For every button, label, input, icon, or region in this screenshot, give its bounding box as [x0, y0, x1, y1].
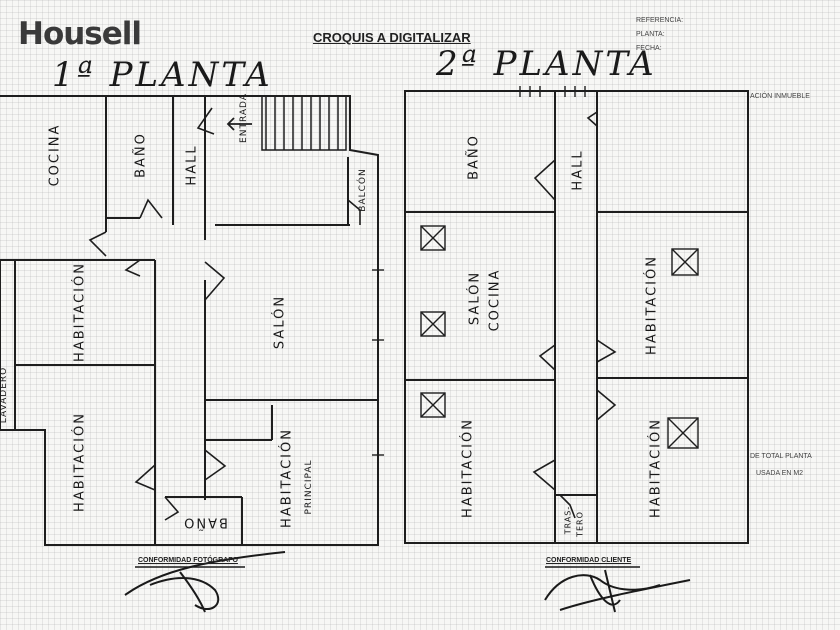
floor-1-title: 1ª PLANTA [52, 55, 273, 95]
room-habitacion-planta-2-2: HABITACIÓN [460, 418, 476, 518]
room-habitacion-2: HABITACIÓN [72, 412, 88, 512]
room-balcon: BALCÓN [358, 168, 368, 212]
room-habitacion-principal-line2: PRINCIPAL [304, 459, 314, 515]
meta-referencia: REFERENCIA: [636, 17, 684, 24]
room-trastero-line1: TRAS- [563, 505, 573, 535]
room-habitacion-planta-2-3: HABITACIÓN [648, 418, 664, 518]
floor-1-walls [0, 95, 379, 546]
room-trastero-line2: TERO [575, 511, 585, 537]
floor-2-window-ticks [519, 86, 586, 97]
room-habitacion-planta-2-1: HABITACIÓN [644, 255, 660, 355]
room-bano: BAÑO [133, 132, 149, 178]
floor-2-skylights [420, 225, 699, 449]
meta-planta: PLANTA: [636, 31, 665, 38]
side-note-total-planta: DE TOTAL PLANTA [750, 453, 812, 460]
room-salon-cocina-line2: COCINA [487, 268, 503, 332]
room-habitacion-1: HABITACIÓN [72, 262, 88, 362]
floor-2-doors [532, 111, 617, 519]
signature-label-fotografo: CONFORMIDAD FOTÓGRAFO [138, 557, 238, 564]
meta-fecha: FECHA: [636, 45, 662, 52]
room-hall-planta-2: HALL [570, 149, 586, 191]
signatures [124, 551, 691, 613]
room-lavadero: LAVADERO [0, 366, 9, 424]
side-note-usada-m2: USADA EN M2 [756, 470, 804, 477]
floor-2-walls [404, 90, 749, 544]
room-hall: HALL [184, 144, 200, 186]
side-note-direccion: ACIÓN INMUEBLE [750, 93, 810, 100]
room-bano-2: BAÑO [182, 514, 228, 530]
room-habitacion-principal-line1: HABITACIÓN [279, 428, 295, 528]
signature-label-cliente: CONFORMIDAD CLIENTE [546, 557, 632, 564]
room-cocina: COCINA [47, 123, 63, 187]
entrada-arrow [226, 117, 252, 131]
room-bano-planta-2: BAÑO [466, 134, 482, 180]
room-salon-cocina-line1: SALÓN [467, 270, 483, 326]
floor-2-title: 2ª PLANTA [436, 44, 657, 84]
room-entrada: ENTRADA [239, 93, 249, 143]
floor-1-doors [88, 107, 361, 521]
document-title: CROQUIS A DIGITALIZAR [313, 30, 471, 45]
floor-1-stairs [261, 95, 347, 151]
room-salon: SALÓN [272, 294, 288, 350]
housell-logo: Housell [18, 16, 142, 52]
